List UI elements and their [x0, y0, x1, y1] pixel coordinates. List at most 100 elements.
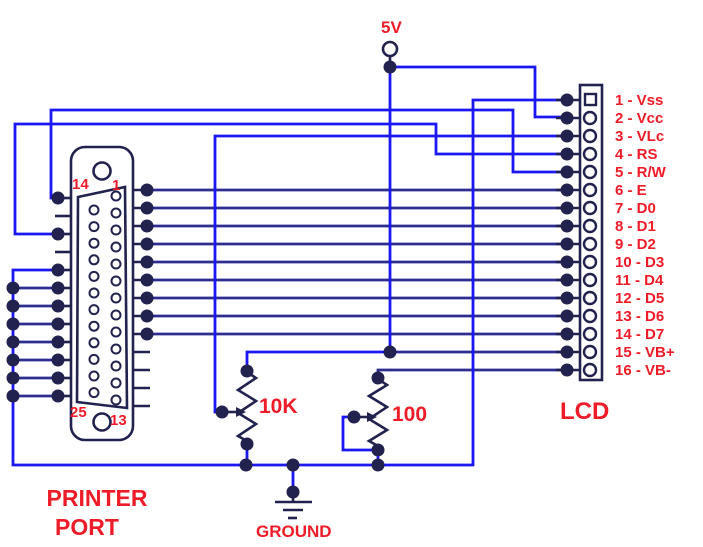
lcd-pin-label: 8 - D1	[615, 218, 656, 235]
db25-pin-hole	[110, 394, 122, 406]
lcd-pin-hole	[582, 128, 598, 144]
junction-dot	[6, 389, 20, 403]
db25-pin-hole	[110, 360, 122, 372]
lcd-pin-hole	[582, 200, 598, 216]
lcd-pin1-square	[583, 92, 598, 107]
junction-dot	[560, 183, 574, 197]
lcd-pin-label: 13 - D6	[615, 308, 664, 325]
lcd-pin-hole	[582, 236, 598, 252]
db25-pin-hole	[88, 287, 100, 299]
junction-dot	[560, 165, 574, 179]
junction-dot	[6, 371, 20, 385]
lcd-pin-hole	[582, 308, 598, 324]
junction-dot	[51, 335, 65, 349]
junction-dot	[371, 443, 385, 457]
junction-dot	[51, 191, 65, 205]
junction-dot	[560, 129, 574, 143]
junction-dot	[560, 363, 574, 377]
db25-pin-hole	[110, 241, 122, 253]
printer-port-connector	[55, 145, 150, 442]
wire	[245, 350, 390, 371]
junction-dot	[140, 327, 154, 341]
lcd-pin-label: 11 - D4	[615, 272, 664, 289]
lcd-pin-hole	[582, 218, 598, 234]
junction-dot	[560, 255, 574, 269]
junction-dot	[51, 317, 65, 331]
junction-dot	[560, 345, 574, 359]
pot-10k-label: 10K	[259, 395, 298, 418]
wire	[390, 65, 567, 119]
db25-pin-hole	[110, 309, 122, 321]
junction-dot	[6, 335, 20, 349]
junction-dot	[6, 317, 20, 331]
lcd-pin-hole	[582, 326, 598, 342]
db25-pin-hole	[110, 190, 122, 202]
signal-wires	[13, 188, 567, 398]
db25-pin-hole	[88, 254, 100, 266]
db25-pin-hole	[110, 343, 122, 355]
lcd-pin-label: 2 - Vcc	[615, 110, 663, 127]
db25-pin-hole	[88, 387, 100, 399]
wiper-arrow-icon	[236, 407, 246, 417]
junction-dot	[371, 458, 385, 472]
db25-pin-hole	[88, 237, 100, 249]
junction-dot	[560, 111, 574, 125]
db25-pin-hole	[110, 292, 122, 304]
junction-dot	[560, 273, 574, 287]
db25-pin14-number: 14	[72, 176, 89, 193]
junction-dot	[560, 309, 574, 323]
junction-dot	[140, 255, 154, 269]
junction-dot	[51, 299, 65, 313]
junction-dot	[6, 353, 20, 367]
db25-pin-hole	[110, 275, 122, 287]
terminal-circle-icon	[381, 40, 399, 58]
junction-dot	[140, 201, 154, 215]
junction-dot	[140, 309, 154, 323]
ground-label: GROUND	[256, 522, 332, 541]
junction-dot	[51, 389, 65, 403]
junction-dot	[140, 291, 154, 305]
db25-pin-hole	[88, 370, 100, 382]
junction-dot	[383, 345, 397, 359]
junction-dot	[560, 291, 574, 305]
lcd-pin-label: 14 - D7	[615, 326, 664, 343]
junction-dot	[140, 183, 154, 197]
junction-dot	[51, 371, 65, 385]
junction-dot	[215, 405, 229, 419]
junction-dot	[51, 227, 65, 241]
lcd-pin-hole	[582, 362, 598, 378]
db25-pin13-number: 13	[110, 412, 127, 429]
printer-port-title-line1: PRINTER	[47, 485, 148, 511]
lcd-pin-label: 5 - R/W	[615, 164, 667, 181]
wire	[13, 122, 567, 236]
db25-pin-hole	[110, 258, 122, 270]
lcd-title: LCD	[560, 398, 609, 425]
db25-pin-hole	[88, 270, 100, 282]
lcd-pin-hole	[582, 146, 598, 162]
db25-pin-hole	[110, 207, 122, 219]
junction-dot	[560, 147, 574, 161]
potentiometer-10k	[222, 370, 259, 443]
lcd-pin-label: 7 - D0	[615, 200, 656, 217]
db25-pin-hole	[88, 304, 100, 316]
junction-dot	[371, 371, 385, 385]
junction-dot	[6, 299, 20, 313]
db25-pin-hole	[88, 221, 100, 233]
junction-dot	[51, 281, 65, 295]
junction-dot	[286, 485, 300, 499]
db25-mounting-hole-top	[92, 161, 112, 181]
lcd-pin-label: 3 - VLc	[615, 128, 664, 145]
lcd-pin-label: 12 - D5	[615, 290, 664, 307]
db25-pin-hole	[88, 204, 100, 216]
resistor-zigzag	[235, 370, 259, 443]
lcd-pin-holes	[582, 92, 598, 378]
lcd-pin-label: 9 - D2	[615, 236, 656, 253]
junction-dot	[240, 364, 254, 378]
resistor-zigzag	[366, 377, 390, 448]
lcd-pin-hole	[582, 164, 598, 180]
potentiometer-100	[354, 377, 390, 448]
lcd-pin-label: 10 - D3	[615, 254, 664, 271]
lcd-pin-label: 1 - Vss	[615, 92, 663, 109]
